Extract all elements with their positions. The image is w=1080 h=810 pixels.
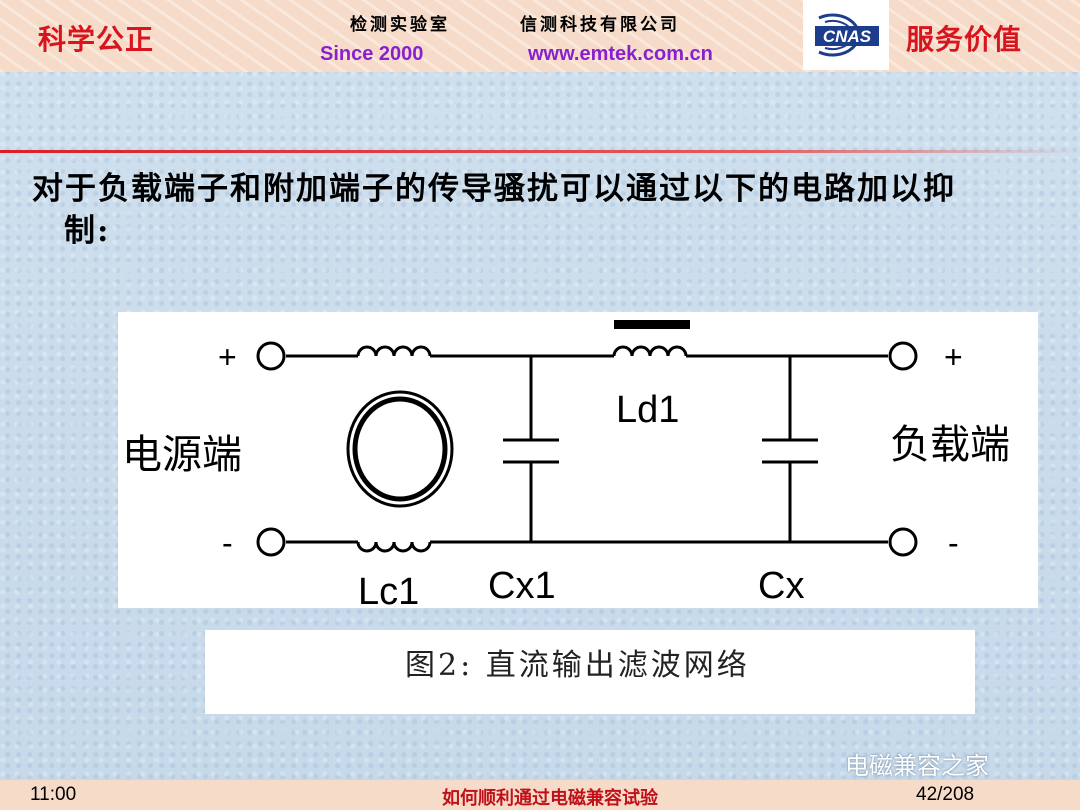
circuit-svg: + - + - 电源端 负载端 Ld1 Lc1 Cx1 Cx	[122, 320, 1010, 613]
slogan-right: 服务价值	[906, 23, 1023, 56]
header-rule	[0, 150, 1080, 153]
terminal-right-plus	[888, 341, 918, 371]
inductor-ld1	[612, 345, 688, 357]
label-cx: Cx	[758, 565, 804, 607]
label-minus-left: -	[222, 525, 233, 561]
slogan-left: 科学公正	[38, 23, 155, 56]
inductor-lc1-top	[356, 345, 432, 357]
cnas-logo: CNAS	[803, 0, 889, 70]
inductor-lc1-bottom	[356, 541, 432, 553]
slide-heading: 对于负载端子和附加端子的传导骚扰可以通过以下的电路加以抑 制:	[32, 168, 1052, 252]
caption-box: 图2: 直流输出滤波网络	[205, 630, 975, 714]
heading-line-2: 制:	[64, 213, 111, 249]
label-plus-left: +	[218, 339, 237, 375]
heading-line-1: 对于负载端子和附加端子的传导骚扰可以通过以下的电路加以抑	[32, 171, 956, 207]
label-minus-right: -	[948, 525, 959, 561]
terminal-left-minus	[256, 527, 286, 557]
footer-title: 如何顺利通过电磁兼容试验	[442, 788, 658, 809]
ld1-core-bar	[614, 320, 690, 329]
terminal-right-minus	[888, 527, 918, 557]
terminal-left-plus	[256, 341, 286, 371]
lab-name: 检测实验室	[350, 15, 450, 35]
header-pattern	[0, 0, 1080, 72]
watermark-text: 电磁兼容之家	[845, 752, 989, 780]
label-plus-right: +	[944, 339, 963, 375]
diagram-caption: 图2: 直流输出滤波网络	[405, 648, 750, 683]
footer-time: 11:00	[30, 784, 77, 805]
label-lc1: Lc1	[358, 571, 419, 608]
logo-text: CNAS	[823, 27, 872, 46]
company-name: 信测科技有限公司	[520, 15, 680, 35]
website-text: www.emtek.com.cn	[528, 43, 713, 65]
circuit-diagram: + - + - 电源端 负载端 Ld1 Lc1 Cx1 Cx	[118, 312, 1038, 613]
cnas-logo-icon: CNAS	[815, 13, 879, 57]
toroid-core-inner	[352, 396, 448, 502]
logo-band	[815, 26, 879, 46]
since-text: Since 2000	[320, 43, 424, 65]
label-source-end: 电源端	[122, 433, 242, 477]
footer-page-number: 42/208	[916, 784, 975, 805]
label-ld1: Ld1	[616, 389, 679, 431]
label-cx1: Cx1	[488, 565, 556, 607]
header-banner: 科学公正 检测实验室 信测科技有限公司 Since 2000 www.emtek…	[0, 0, 1080, 72]
label-load-end: 负载端	[890, 423, 1010, 467]
toroid-core-outer	[346, 390, 454, 508]
footer-bar: 11:00 如何顺利通过电磁兼容试验 42/208	[0, 780, 1080, 810]
